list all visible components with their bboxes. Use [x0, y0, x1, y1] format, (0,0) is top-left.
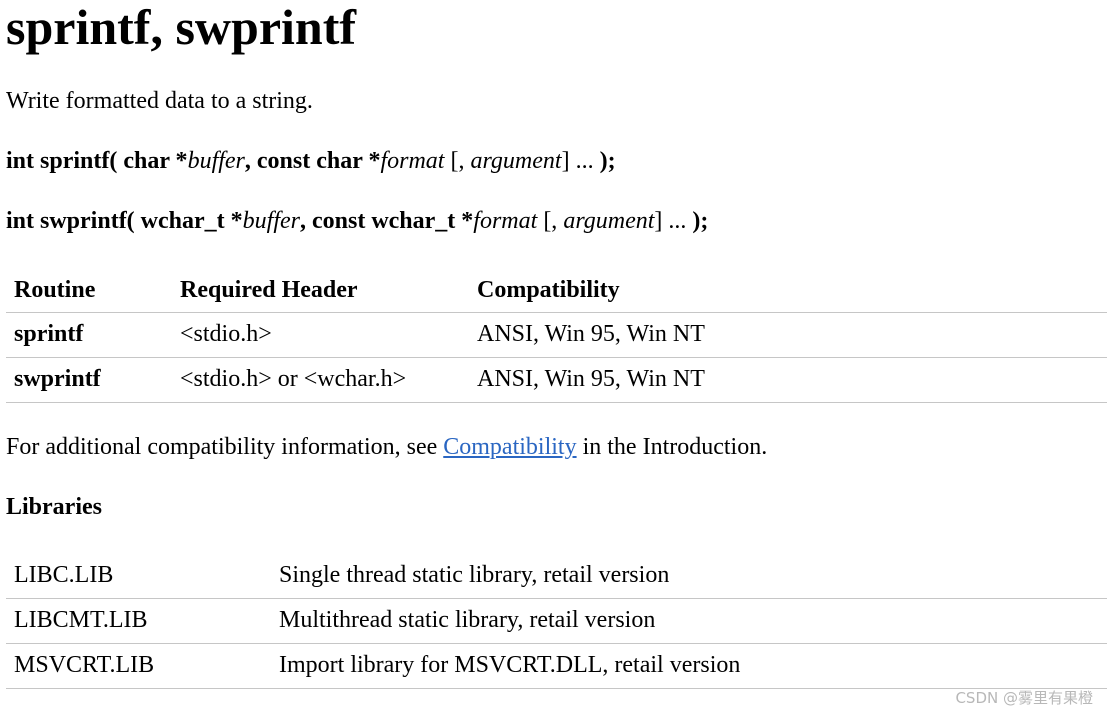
- table-row: swprintf <stdio.h> or <wchar.h> ANSI, Wi…: [6, 357, 1107, 403]
- routine-cell: sprintf: [6, 312, 172, 358]
- function-description: Write formatted data to a string.: [6, 88, 313, 114]
- page-title: sprintf, swprintf: [6, 0, 357, 55]
- compatibility-cell: ANSI, Win 95, Win NT: [469, 312, 1107, 358]
- libraries-table: LIBC.LIB Single thread static library, r…: [6, 554, 1107, 689]
- optional-close: ] ...: [654, 208, 693, 234]
- compatibility-note: For additional compatibility information…: [6, 434, 767, 461]
- header-cell: <stdio.h>: [172, 312, 469, 358]
- signature-end: );: [599, 148, 616, 174]
- library-description-cell: Single thread static library, retail ver…: [271, 554, 1107, 599]
- column-header-required-header: Required Header: [172, 268, 469, 313]
- routines-table: Routine Required Header Compatibility sp…: [6, 268, 1107, 403]
- param-buffer: buffer: [187, 148, 245, 174]
- table-row: LIBC.LIB Single thread static library, r…: [6, 554, 1107, 599]
- compat-note-after: in the Introduction.: [576, 434, 768, 460]
- sprintf-signature: int sprintf( char *buffer, const char *f…: [6, 148, 616, 175]
- param-format: format: [473, 208, 538, 234]
- libraries-heading: Libraries: [6, 494, 102, 520]
- routine-cell: swprintf: [6, 357, 172, 403]
- column-header-routine: Routine: [6, 268, 172, 313]
- param-format: format: [380, 148, 445, 174]
- param-argument: argument: [563, 208, 655, 234]
- library-name-cell: LIBCMT.LIB: [6, 598, 271, 644]
- library-description-cell: Multithread static library, retail versi…: [271, 598, 1107, 644]
- header-cell: <stdio.h> or <wchar.h>: [172, 357, 469, 403]
- signature-end: );: [692, 208, 709, 234]
- compatibility-link[interactable]: Compatibility: [443, 434, 577, 460]
- library-description-cell: Import library for MSVCRT.DLL, retail ve…: [271, 643, 1107, 689]
- compat-note-before: For additional compatibility information…: [6, 434, 444, 460]
- table-row: MSVCRT.LIB Import library for MSVCRT.DLL…: [6, 643, 1107, 689]
- column-header-compatibility: Compatibility: [469, 268, 1107, 313]
- swprintf-signature: int swprintf( wchar_t *buffer, const wch…: [6, 208, 708, 235]
- optional-open: [,: [537, 208, 564, 234]
- signature-mid: , const wchar_t *: [299, 208, 474, 234]
- library-name-cell: MSVCRT.LIB: [6, 643, 271, 689]
- optional-open: [,: [444, 148, 471, 174]
- signature-mid: , const char *: [244, 148, 381, 174]
- table-header-row: Routine Required Header Compatibility: [6, 268, 1107, 313]
- csdn-watermark: CSDN @雾里有果橙: [955, 689, 1093, 707]
- signature-prefix: int sprintf( char *: [6, 148, 188, 174]
- table-row: sprintf <stdio.h> ANSI, Win 95, Win NT: [6, 312, 1107, 358]
- signature-prefix: int swprintf( wchar_t *: [6, 208, 243, 234]
- param-buffer: buffer: [242, 208, 300, 234]
- optional-close: ] ...: [561, 148, 600, 174]
- param-argument: argument: [470, 148, 562, 174]
- library-name-cell: LIBC.LIB: [6, 554, 271, 599]
- compatibility-cell: ANSI, Win 95, Win NT: [469, 357, 1107, 403]
- table-row: LIBCMT.LIB Multithread static library, r…: [6, 598, 1107, 644]
